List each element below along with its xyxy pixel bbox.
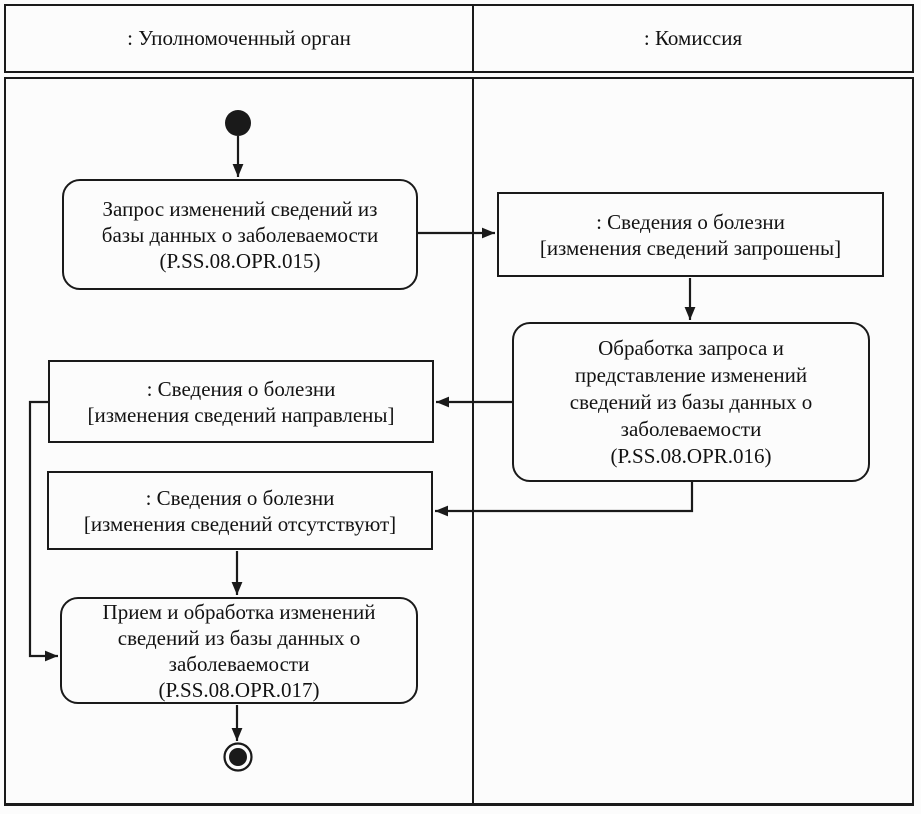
lane-label-commission: : Комиссия: [643, 26, 743, 50]
lane-label-authorized-body: : Уполномоченный орган: [127, 26, 351, 50]
action-receive-process-changes: Прием и обработка изменений сведений из …: [60, 597, 418, 704]
lane-header-authorized-body: : Уполномоченный орган: [6, 6, 474, 71]
action-process-request: Обработка запроса и представление измене…: [512, 322, 870, 482]
object-disease-info-absent-label: : Сведения о болезни [изменения сведений…: [83, 485, 397, 536]
swimlane-header-row: : Уполномоченный орган : Комиссия: [4, 4, 914, 73]
object-disease-info-requested: : Сведения о болезни [изменения сведений…: [497, 192, 884, 277]
object-disease-info-sent: : Сведения о болезни [изменения сведений…: [48, 360, 434, 443]
object-disease-info-requested-label: : Сведения о болезни [изменения сведений…: [539, 209, 842, 260]
action-process-request-label: Обработка запроса и представление измене…: [569, 335, 813, 468]
action-receive-process-changes-label: Прием и обработка изменений сведений из …: [102, 599, 376, 702]
diagram-body: [4, 77, 914, 806]
action-request-db-changes: Запрос изменений сведений из базы данных…: [62, 179, 418, 290]
lane-header-commission: : Комиссия: [474, 6, 912, 71]
lane-divider: [472, 79, 474, 803]
object-disease-info-sent-label: : Сведения о болезни [изменения сведений…: [87, 376, 395, 427]
action-request-db-changes-label: Запрос изменений сведений из базы данных…: [101, 196, 379, 273]
object-disease-info-absent: : Сведения о болезни [изменения сведений…: [47, 471, 433, 550]
